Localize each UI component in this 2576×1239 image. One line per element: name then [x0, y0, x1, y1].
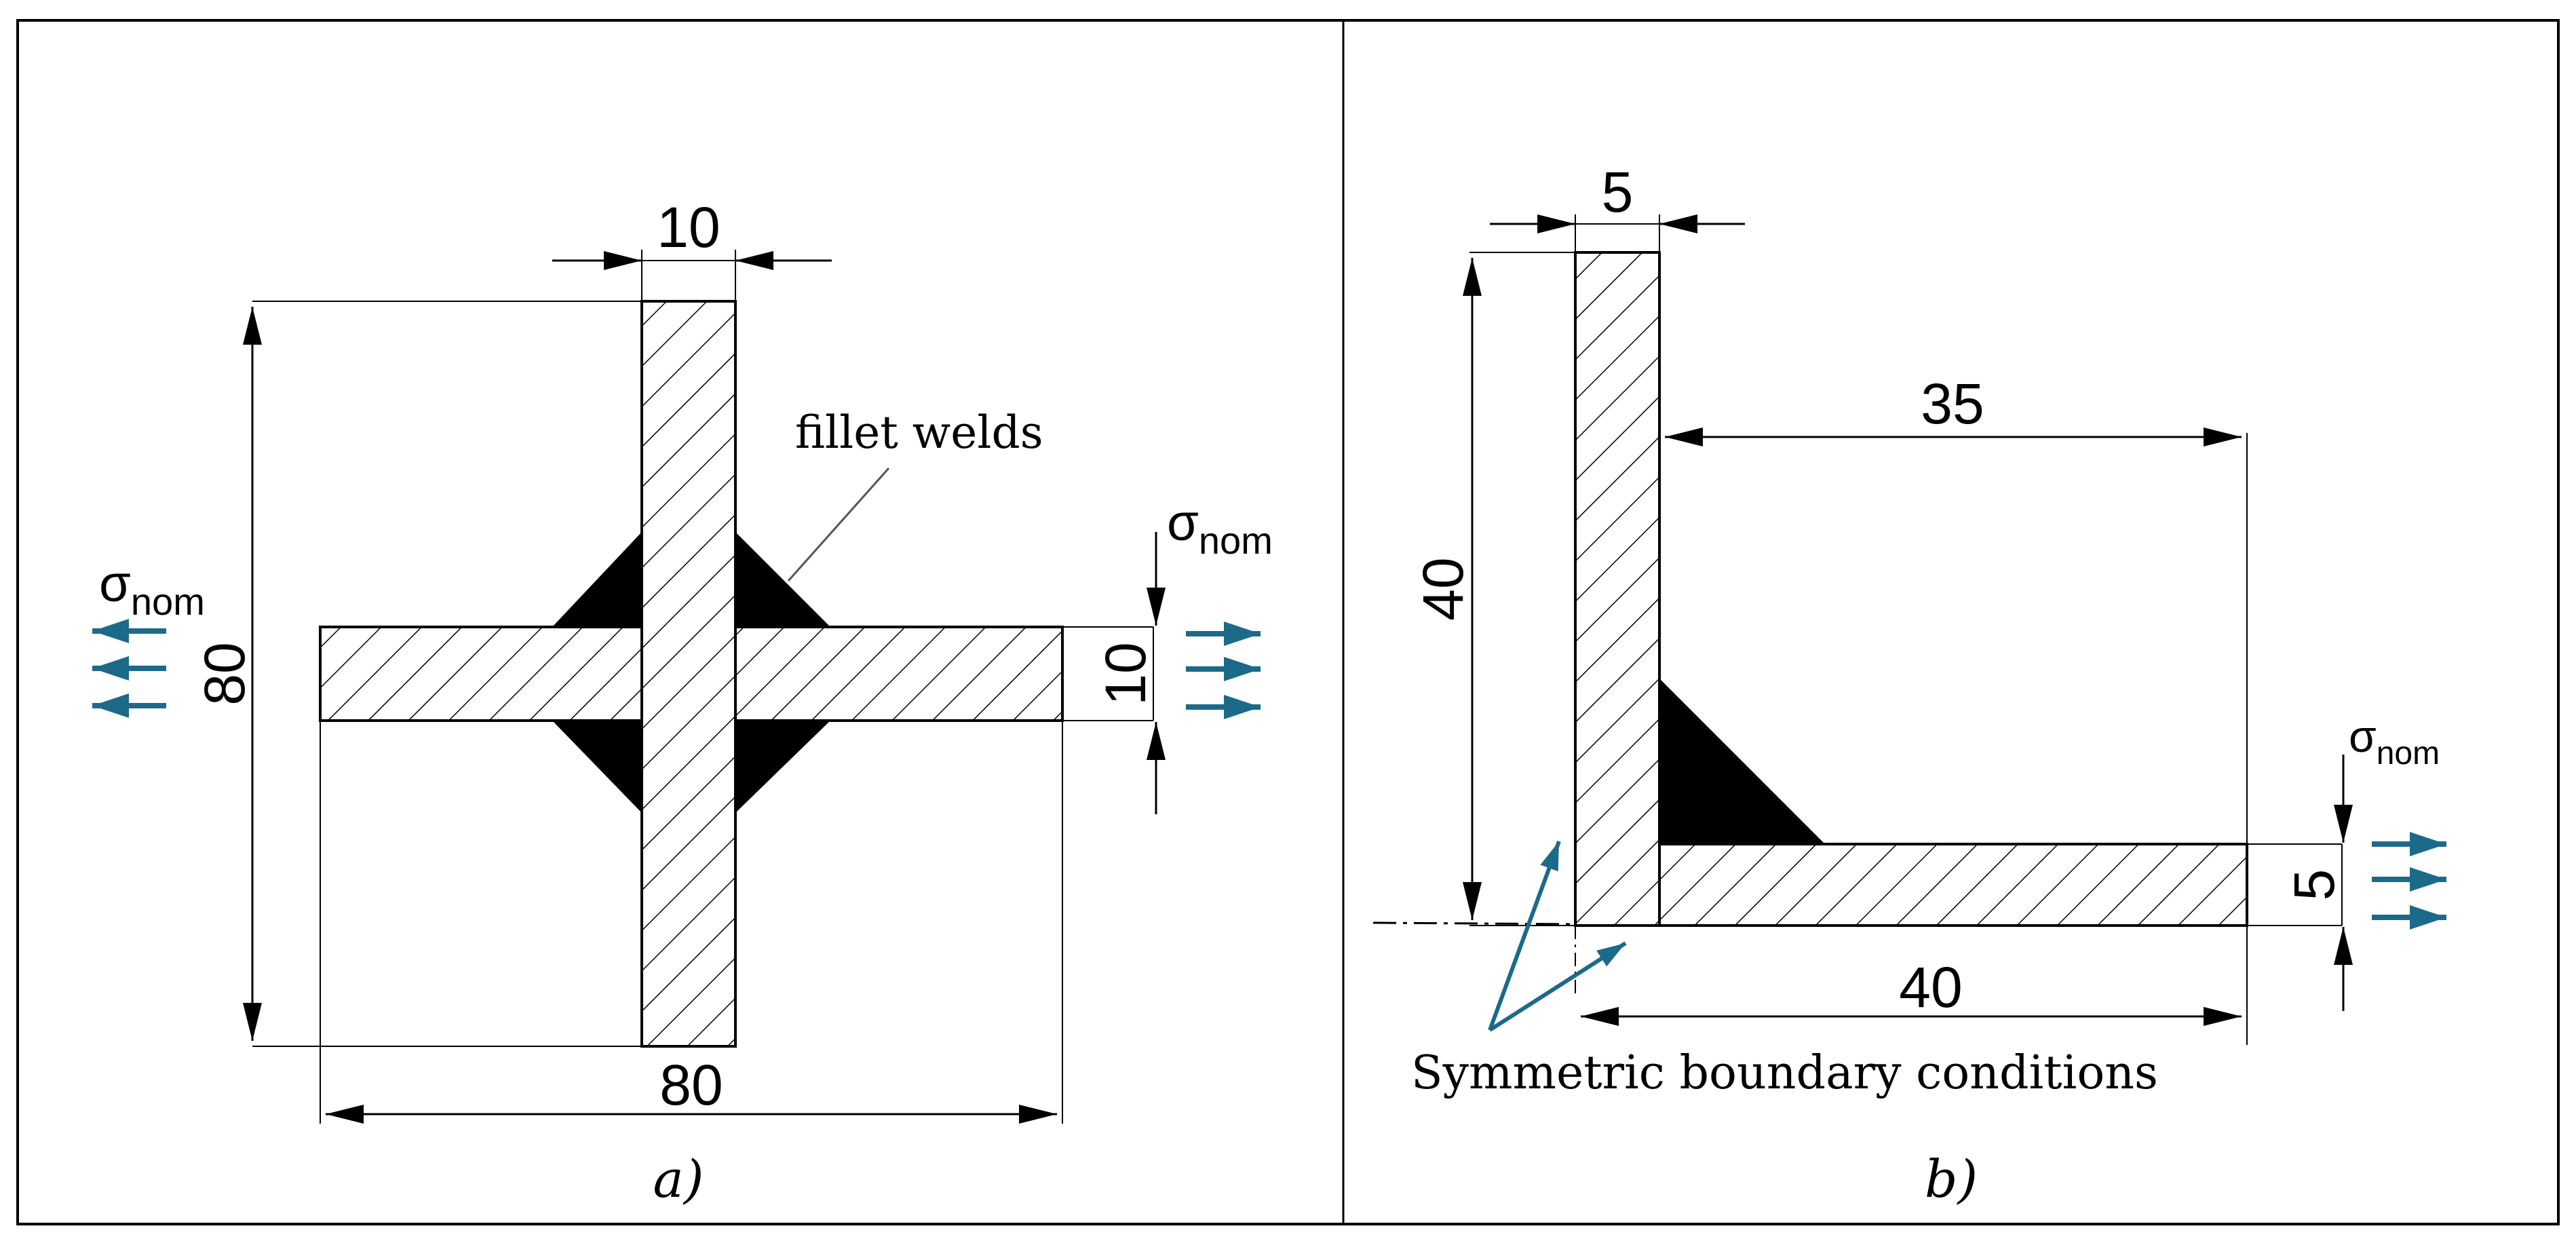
plate-vertical	[1574, 251, 1661, 927]
panel-a: 10 80 80 10 fillet welds σnom σnom	[92, 195, 1273, 1209]
fillet-weld-top-left	[552, 532, 642, 627]
dim-b-inner-length: 35	[1921, 372, 1984, 436]
dim-b-right-thickness: 5	[2282, 869, 2346, 901]
fillet-weld-top-right	[735, 532, 830, 627]
dim-a-bottom-width: 80	[659, 1053, 723, 1117]
sigma-nom: σnom	[2349, 711, 2440, 771]
dim-b-top-width: 5	[1602, 160, 1634, 224]
dim-a-top-width: 10	[657, 195, 720, 259]
figure-frame	[16, 19, 2560, 1225]
caption-b: b)	[1925, 1149, 1978, 1209]
fillet-welds-leader	[787, 468, 890, 582]
fillet-weld-bottom-left	[552, 721, 642, 813]
plate-vertical	[640, 300, 737, 1048]
panel-b: 5 40 35 40 5 σnom Symmetric boundary con…	[1372, 160, 2446, 1209]
symmetric-boundary-label: Symmetric boundary conditions	[1411, 1046, 2158, 1100]
plate-horizontal	[1658, 843, 2248, 927]
plate-horizontal-left	[319, 626, 643, 722]
caption-a: a)	[653, 1149, 704, 1209]
dim-b-bottom-length: 40	[1899, 955, 1962, 1019]
dim-b-height: 40	[1411, 557, 1475, 620]
boundary-pointer	[1488, 840, 1561, 1031]
fillet-weld-bottom-right	[735, 721, 830, 813]
dim-a-height: 80	[193, 642, 256, 705]
dim-a-right-thickness: 10	[1094, 642, 1157, 705]
sigma-nom-left: σnom	[99, 555, 205, 623]
sigma-nom-right: σnom	[1167, 494, 1273, 562]
fillet-weld	[1659, 679, 1825, 844]
boundary-pointer	[1488, 941, 1627, 1032]
plate-horizontal-right	[734, 626, 1064, 722]
fillet-welds-label: fillet welds	[795, 406, 1043, 459]
symmetry-line	[1372, 921, 1576, 926]
